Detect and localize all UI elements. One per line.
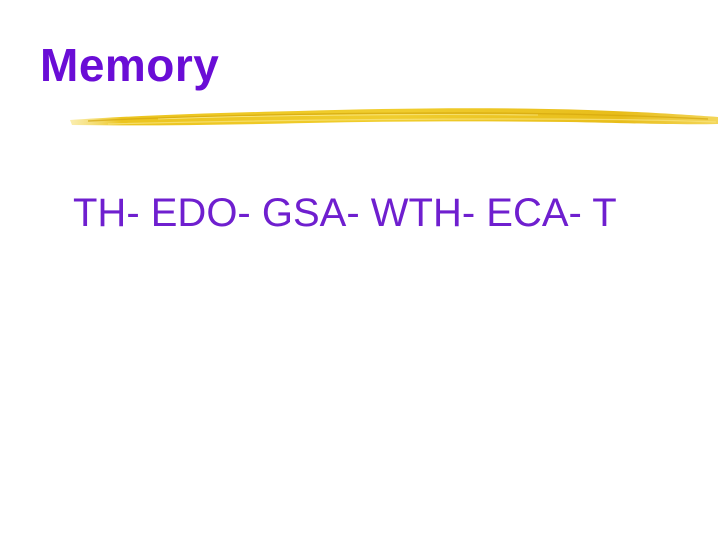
title-underline-brushstroke [70, 108, 718, 126]
slide-body-text: TH- EDO- GSA- WTH- ECA- T [73, 191, 617, 235]
slide-title: Memory [40, 39, 220, 91]
